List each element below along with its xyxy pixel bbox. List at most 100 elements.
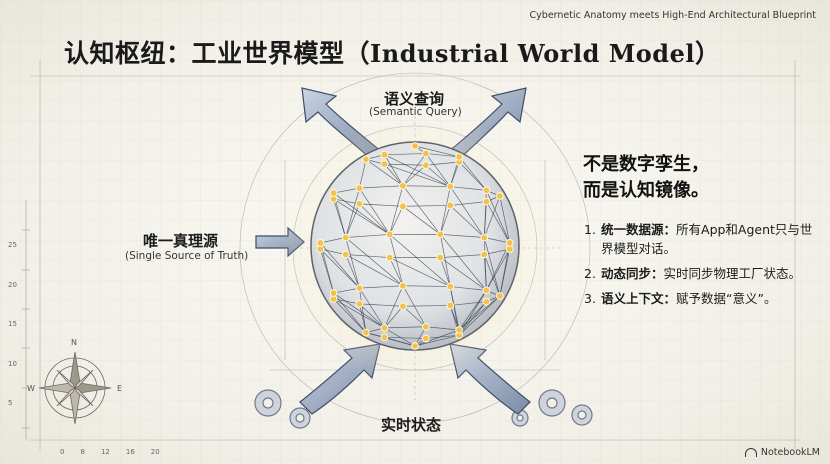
mesh-node — [380, 324, 389, 332]
mesh-edge — [333, 198, 390, 235]
sphere-network-mesh — [316, 142, 514, 350]
mesh-edge — [384, 327, 416, 347]
mesh-edge — [402, 185, 451, 187]
mesh-edge — [425, 153, 460, 158]
mesh-node — [480, 250, 489, 259]
bottom-ruler-labels: 0 8 12 16 20 — [60, 448, 160, 456]
title-english: Industrial World Model — [370, 39, 695, 68]
mesh-edge — [345, 254, 404, 287]
mesh-edge — [359, 203, 403, 207]
mesh-node — [399, 181, 407, 190]
headline-line-1: 不是数字孪生， — [583, 154, 709, 175]
brand-name: NotebookLM — [760, 447, 820, 458]
mesh-node — [329, 289, 338, 297]
ruler-tick: 12 — [100, 448, 110, 456]
ruler-tick: 20 — [150, 448, 160, 456]
mesh-edge — [450, 286, 487, 291]
mesh-edge — [359, 187, 390, 235]
mesh-node — [355, 299, 364, 308]
mesh-node — [422, 161, 430, 170]
mesh-node — [362, 155, 370, 164]
mesh-edge — [440, 205, 451, 235]
mesh-node — [446, 301, 455, 310]
mesh-edge — [333, 292, 367, 333]
mesh-node — [316, 238, 325, 247]
mesh-edge — [333, 287, 360, 294]
point-number: 1. — [584, 222, 596, 237]
mesh-edge — [402, 285, 451, 287]
page-title: 认知枢纽：工业世界模型（Industrial World Model） — [64, 34, 720, 70]
ruler-tick: 10 — [8, 359, 17, 368]
mesh-node — [411, 142, 419, 150]
ruler-tick: 0 — [60, 448, 65, 456]
point-number: 2. — [584, 266, 596, 281]
mesh-node — [355, 184, 364, 193]
mesh-edge — [483, 237, 501, 297]
headline-line-2: 而是认知镜像。 — [583, 180, 709, 201]
mesh-node — [505, 238, 514, 247]
mesh-node — [411, 342, 419, 350]
mesh-edge — [458, 301, 487, 336]
mesh-edge — [345, 203, 360, 238]
mesh-node — [482, 286, 491, 295]
mesh-edge — [450, 201, 487, 206]
mesh-edge — [333, 298, 367, 333]
mesh-node — [329, 189, 338, 197]
mesh-node — [446, 201, 455, 210]
mesh-edge — [425, 161, 460, 166]
mesh-edge — [402, 206, 441, 235]
point-heading: 语义上下文： — [601, 291, 677, 306]
mesh-edge — [440, 257, 487, 291]
mesh-edge — [320, 248, 360, 289]
mesh-edge — [359, 159, 367, 189]
point-heading: 统一数据源： — [601, 222, 677, 237]
mesh-edge — [333, 298, 360, 305]
mesh-edge — [384, 326, 426, 329]
left-ruler-labels: 25 20 15 10 5 — [8, 226, 17, 424]
mesh-edge — [389, 234, 404, 286]
bottom-label-cn: 实时状态 — [381, 416, 442, 434]
mesh-node — [422, 149, 430, 158]
mesh-edge — [458, 301, 487, 331]
mesh-edge — [486, 248, 510, 291]
mesh-node — [399, 302, 407, 311]
ruler-tick: 25 — [8, 241, 17, 249]
mesh-edge — [440, 257, 451, 287]
mesh-edge — [359, 288, 367, 333]
point-number: 3. — [584, 291, 596, 306]
mesh-edge — [440, 186, 451, 235]
mesh-edge — [359, 203, 390, 235]
mesh-edge — [425, 153, 451, 187]
mesh-edge — [402, 285, 427, 327]
mesh-edge — [402, 305, 451, 307]
mesh-edge — [359, 287, 385, 329]
top-label-cn: 语义查询 — [384, 90, 445, 108]
mesh-edge — [458, 290, 487, 336]
mesh-node — [355, 199, 364, 208]
mesh-edge — [359, 185, 403, 189]
mesh-edge — [384, 163, 404, 186]
mesh-node — [355, 284, 364, 293]
mesh-node — [482, 186, 491, 195]
mesh-edge — [384, 154, 451, 187]
mesh-edge — [458, 295, 501, 336]
mesh-node — [422, 334, 430, 343]
mesh-edge — [345, 254, 360, 289]
point-item: 1. 统一数据源：所有App和Agent只与世界模型对话。 — [584, 220, 814, 258]
point-text: 实时同步物理工厂状态。 — [663, 266, 802, 281]
mesh-edge — [450, 205, 485, 238]
mesh-node — [436, 230, 445, 239]
mesh-edge — [486, 190, 510, 244]
ruler-tick: 15 — [8, 320, 17, 328]
mesh-edge — [320, 248, 346, 255]
compass-north: N — [71, 338, 77, 347]
point-item: 3. 语义上下文：赋予数据“意义”。 — [584, 289, 814, 308]
left-label-cn: 唯一真理源 — [143, 232, 219, 250]
mesh-edge — [389, 234, 451, 287]
mesh-edge — [402, 306, 427, 328]
world-model-sphere — [310, 141, 520, 351]
brand: NotebookLM — [744, 447, 820, 458]
ruler-tick: 16 — [125, 448, 135, 456]
mesh-edge — [365, 159, 404, 186]
